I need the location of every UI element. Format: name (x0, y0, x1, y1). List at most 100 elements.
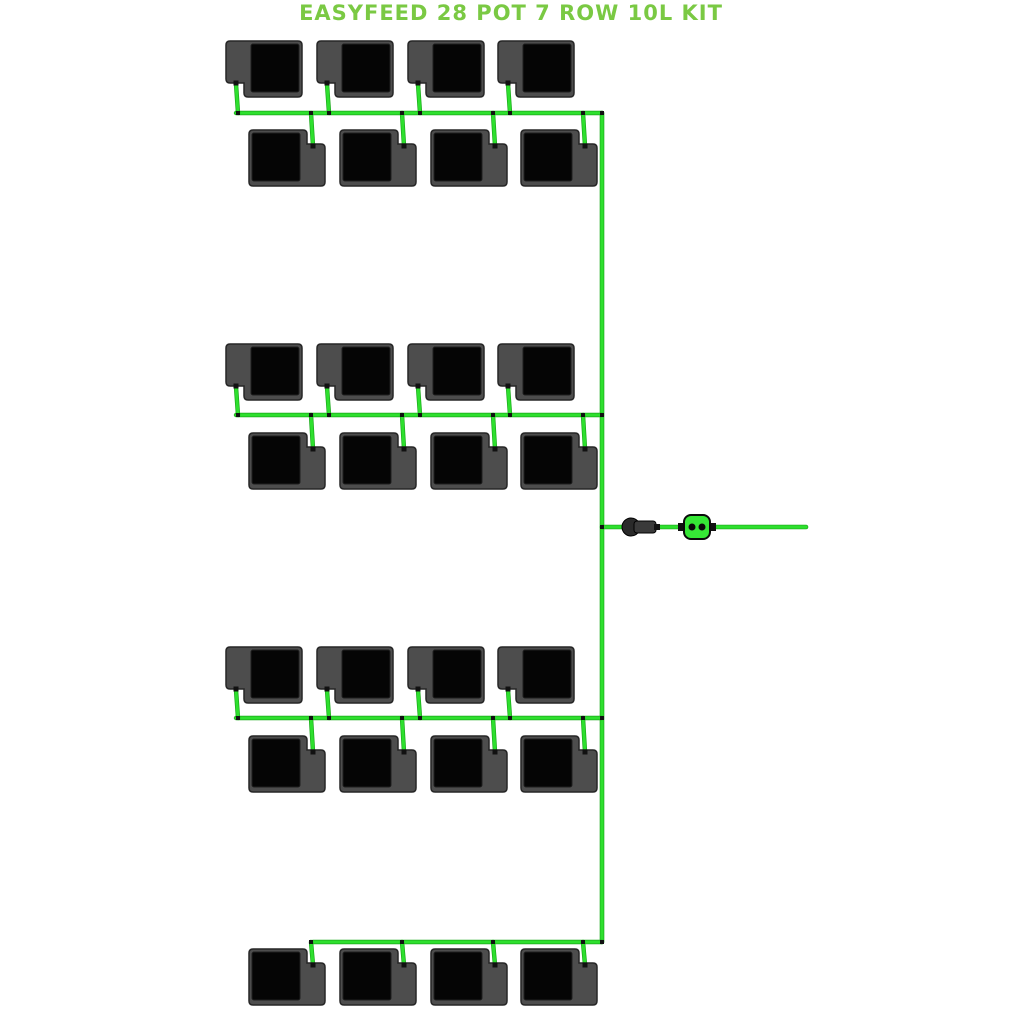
pot-insert (342, 738, 392, 788)
pot-icon (520, 948, 598, 1006)
fitting (505, 383, 511, 389)
pot-icon (248, 129, 326, 187)
fitting (310, 749, 316, 755)
pot-insert (250, 43, 300, 93)
fitting (600, 716, 604, 720)
tube (491, 716, 497, 754)
pot-icon (248, 735, 326, 793)
pot-array (225, 40, 598, 1006)
fitting (492, 446, 498, 452)
fitting (582, 143, 588, 149)
tube (325, 688, 331, 720)
fitting (233, 80, 239, 86)
fitting (327, 413, 331, 417)
tube (506, 688, 512, 720)
fitting (310, 143, 316, 149)
tube (309, 111, 315, 148)
tube (325, 385, 331, 417)
pot-icon (430, 735, 508, 793)
fitting (415, 686, 421, 692)
fitting (600, 413, 604, 417)
fitting (505, 686, 511, 692)
pot-insert (432, 43, 482, 93)
pot-insert (433, 738, 483, 788)
pot-insert (523, 435, 573, 485)
tube (400, 413, 406, 451)
fitting (324, 80, 330, 86)
fitting (505, 80, 511, 86)
fitting (236, 413, 240, 417)
fitting (491, 111, 495, 115)
fitting (401, 446, 407, 452)
pot-icon (497, 343, 575, 401)
fitting (310, 962, 316, 968)
pot-icon (339, 129, 417, 187)
fitting (508, 111, 512, 115)
pot-icon (339, 948, 417, 1006)
pot-insert (251, 951, 301, 1001)
tube (400, 716, 406, 754)
fitting (491, 716, 495, 720)
pot-insert (522, 346, 572, 396)
tube (491, 413, 497, 451)
pot-insert (523, 132, 573, 182)
tap-connector-icon (621, 517, 660, 537)
fitting (233, 383, 239, 389)
fitting (401, 749, 407, 755)
tube (416, 688, 422, 720)
fitting (582, 446, 588, 452)
tube (234, 82, 240, 115)
fitting (309, 111, 313, 115)
pot-insert (433, 951, 483, 1001)
fitting (581, 716, 585, 720)
pot-insert (522, 43, 572, 93)
pot-insert (432, 346, 482, 396)
filter-cap (708, 523, 716, 531)
fitting (582, 749, 588, 755)
pot-insert (523, 951, 573, 1001)
tube (400, 111, 406, 148)
fitting (324, 383, 330, 389)
pot-icon (430, 948, 508, 1006)
pot-icon (407, 343, 485, 401)
pot-insert (522, 649, 572, 699)
fitting (418, 716, 422, 720)
fitting (400, 716, 404, 720)
fitting (508, 716, 512, 720)
fitting (418, 413, 422, 417)
pot-icon (316, 343, 394, 401)
pot-insert (342, 951, 392, 1001)
tube (491, 940, 497, 967)
pot-insert (251, 132, 301, 182)
fitting (492, 143, 498, 149)
fitting (236, 716, 240, 720)
fitting (491, 940, 495, 944)
pot-icon (225, 40, 303, 98)
pot-insert (251, 435, 301, 485)
pot-icon (497, 646, 575, 704)
fitting (582, 962, 588, 968)
tube (506, 82, 512, 115)
filter-port (688, 523, 696, 531)
pot-insert (432, 649, 482, 699)
water-supply-assembly (621, 514, 716, 540)
pot-icon (225, 646, 303, 704)
pot-insert (342, 435, 392, 485)
fitting (236, 111, 240, 115)
fitting (492, 962, 498, 968)
pot-icon (497, 40, 575, 98)
tube (309, 940, 315, 967)
fitting (327, 111, 331, 115)
filter-body (683, 514, 711, 540)
tube (234, 385, 240, 417)
tube (234, 688, 240, 720)
fitting (327, 716, 331, 720)
pot-insert (341, 346, 391, 396)
fitting (233, 686, 239, 692)
fitting (400, 940, 404, 944)
fitting (600, 111, 604, 115)
fitting (401, 143, 407, 149)
fitting (309, 940, 313, 944)
connector-end (654, 524, 660, 530)
